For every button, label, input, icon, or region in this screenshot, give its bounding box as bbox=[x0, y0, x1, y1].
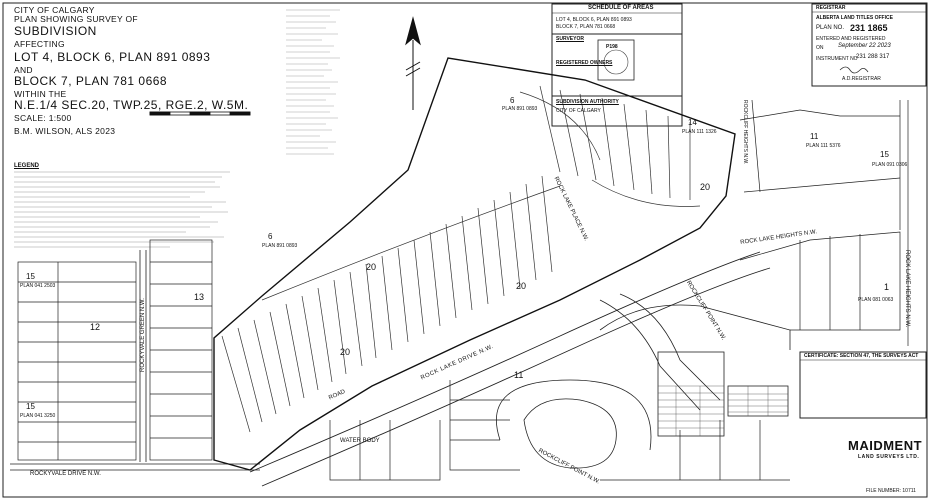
registrar-box bbox=[811, 3, 927, 87]
schedule-row-1: LOT 4, BLOCK 6, PLAN 891 0893 bbox=[556, 17, 632, 23]
parcel-15-right-plan: PLAN 091 0306 bbox=[872, 162, 908, 168]
parcel-15-left-top: 15 bbox=[26, 272, 35, 281]
parcel-15-left-bottom: 15 bbox=[26, 402, 35, 411]
signature bbox=[839, 66, 869, 74]
parcel-12: 12 bbox=[90, 322, 101, 332]
parcel-6-left: 6 bbox=[268, 232, 273, 241]
parcel-20-lower-left: 20 bbox=[340, 347, 351, 357]
street-rockyvale-drive: ROCKYVALE DRIVE N.W. bbox=[30, 471, 101, 477]
parcel-11-right-plan: PLAN 111 5376 bbox=[806, 143, 841, 149]
water-body-label: WATER BODY bbox=[340, 438, 380, 444]
title-line-surveyor: B.M. WILSON, ALS 2023 bbox=[14, 126, 116, 136]
curve-table-left bbox=[657, 351, 725, 437]
surveyor-title: SURVEYOR bbox=[556, 36, 584, 42]
legend-title: LEGEND bbox=[14, 163, 40, 169]
parcel-1-plan: PLAN 081 0063 bbox=[858, 297, 894, 303]
title-line-and: AND bbox=[14, 65, 33, 75]
subdivision-authority-title: SUBDIVISION AUTHORITY bbox=[556, 99, 619, 105]
parcel-14-plan: PLAN 111 1326 bbox=[682, 129, 717, 135]
stamp-code: P198 bbox=[606, 44, 618, 50]
assistant-registrar: A.D.REGISTRAR bbox=[842, 76, 881, 82]
parcel-13: 13 bbox=[194, 292, 205, 302]
date-on-label: ON bbox=[816, 45, 824, 51]
registered-owners-title: REGISTERED OWNERS bbox=[556, 60, 613, 66]
professional-stamp bbox=[597, 39, 635, 81]
schedule-title: SCHEDULE OF AREAS bbox=[588, 5, 654, 11]
title-line-block: BLOCK 7, PLAN 781 0668 bbox=[14, 74, 168, 88]
firm-logo-subtitle: LAND SURVEYS LTD. bbox=[858, 454, 920, 460]
parcel-1: 1 bbox=[884, 282, 890, 292]
parcel-6-top-plan: PLAN 891 0893 bbox=[502, 106, 538, 112]
street-rockyvale-green: ROCKYVALE GREEN N.W. bbox=[140, 298, 146, 372]
parcel-11-right: 11 bbox=[810, 132, 819, 141]
title-line-scale: SCALE: 1:500 bbox=[14, 113, 72, 123]
rockcliff-point bbox=[495, 293, 791, 469]
instrument-number: 231 288 317 bbox=[856, 54, 890, 60]
left-lots bbox=[17, 239, 213, 461]
registration-date: September 22 2023 bbox=[838, 43, 891, 49]
parcel-20-middle: 20 bbox=[366, 262, 377, 272]
schedule-row-2: BLOCK 7, PLAN 781 0668 bbox=[556, 24, 616, 30]
authority-box bbox=[551, 95, 683, 127]
parcel-20-center: 20 bbox=[516, 281, 527, 291]
parcel-20-right: 20 bbox=[700, 182, 711, 192]
plan-number-label: PLAN NO. bbox=[816, 25, 845, 31]
plan-number: 231 1865 bbox=[850, 23, 888, 33]
registrar-title: REGISTRAR bbox=[816, 5, 846, 11]
title-line-city: CITY OF CALGARY bbox=[14, 5, 95, 15]
registrar-office: ALBERTA LAND TITLES OFFICE bbox=[816, 15, 893, 21]
street-rockcliff-heights: ROCKCLIFF HEIGHTS N.W. bbox=[742, 100, 748, 165]
parcel-11-lower: 11 bbox=[514, 370, 524, 380]
file-number: FILE NUMBER: 10711 bbox=[866, 488, 916, 494]
title-line-subdivision: SUBDIVISION bbox=[14, 24, 97, 38]
registered-label: ENTERED AND REGISTERED bbox=[816, 36, 886, 42]
subdivision-boundary bbox=[213, 57, 736, 471]
lower-lots bbox=[329, 380, 790, 481]
firm-logo-name: MAIDMENT bbox=[848, 438, 923, 453]
curve-table-right bbox=[727, 385, 789, 417]
title-line-plan-showing: PLAN SHOWING SURVEY OF bbox=[14, 14, 138, 24]
north-arrow bbox=[405, 16, 421, 110]
title-line-affecting: AFFECTING bbox=[14, 39, 65, 49]
parcel-6-top: 6 bbox=[510, 96, 515, 105]
title-line-legal: N.E.1/4 SEC.20, TWP.25, RGE.2, W.5M. bbox=[14, 98, 249, 112]
parcel-15-left-bottom-plan: PLAN 041 3250 bbox=[20, 413, 56, 419]
parcel-6-left-plan: PLAN 891 0893 bbox=[262, 243, 298, 249]
right-lots bbox=[739, 99, 909, 346]
parcel-15-left-top-plan: PLAN 041 2503 bbox=[20, 283, 56, 289]
scale-bar bbox=[149, 111, 251, 116]
title-line-within: WITHIN THE bbox=[14, 89, 67, 99]
parcel-15-right: 15 bbox=[880, 150, 889, 159]
lot-lines bbox=[221, 85, 701, 433]
parcel-14: 14 bbox=[688, 118, 697, 127]
title-line-lot: LOT 4, BLOCK 6, PLAN 891 0893 bbox=[14, 50, 211, 64]
rockyvale-green-road bbox=[10, 250, 260, 471]
legend-notes bbox=[14, 171, 230, 248]
certificate-box bbox=[799, 351, 927, 419]
abbreviations-list bbox=[286, 9, 340, 155]
subdivision-authority-city: CITY OF CALGARY bbox=[556, 108, 601, 114]
certificate-title: CERTIFICATE: SECTION 47, THE SURVEYS ACT bbox=[804, 353, 919, 359]
street-rock-lake-heights-vertical: ROCK LAKE HEIGHTS N.W. bbox=[904, 250, 910, 328]
instrument-label: INSTRUMENT NO bbox=[816, 56, 858, 62]
rock-lake-drive bbox=[249, 251, 771, 487]
